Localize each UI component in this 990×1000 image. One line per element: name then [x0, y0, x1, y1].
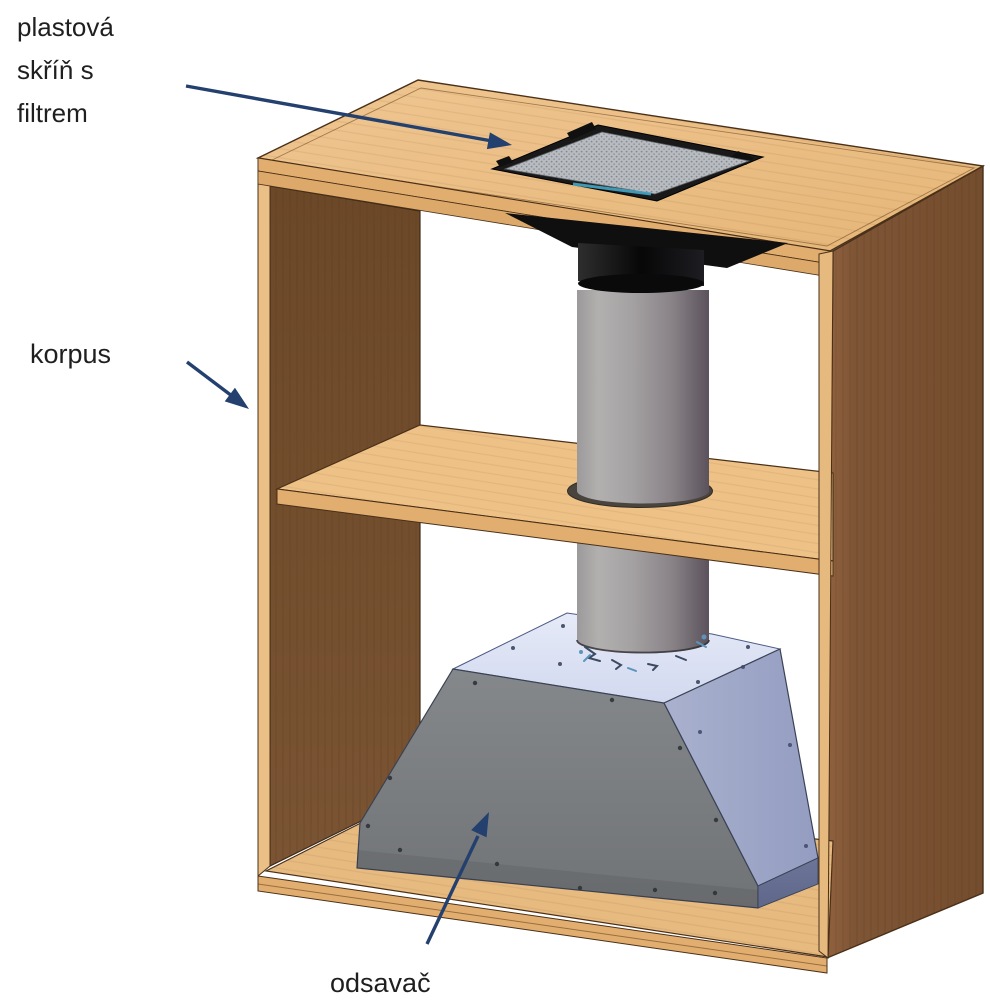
extractor-hood	[356, 634, 819, 909]
label-filter-box: plastová skříň s filtrem	[17, 12, 114, 128]
shelf-and-duct	[274, 213, 834, 704]
hood-front-screws	[365, 680, 719, 896]
top-panel-banding-seam	[268, 87, 976, 247]
filter-cassette	[490, 122, 765, 202]
filter-housing-underside	[505, 213, 788, 268]
filter-clip-left	[496, 156, 513, 167]
duct-cylinder-lower	[577, 540, 709, 654]
left-panel-grain	[270, 186, 420, 866]
right-panel-grain	[827, 166, 983, 958]
filter-mesh	[503, 131, 751, 195]
duct-collar-rim	[578, 274, 704, 293]
hood-base-band	[757, 857, 819, 909]
label-korpus: korpus	[30, 339, 112, 369]
right-panel-front-edge	[818, 250, 834, 960]
hood-front-base-shade	[357, 850, 758, 908]
arrow-odsavac-icon	[425, 812, 489, 945]
duct-cylinder-upper	[577, 290, 709, 504]
arrow-korpus-icon	[185, 360, 249, 409]
duct-collar	[578, 243, 704, 286]
arrow-filter-box-icon	[185, 84, 512, 150]
annotation-arrows	[185, 84, 512, 945]
hood-plateau-screws	[511, 624, 750, 684]
hood-right-screws	[698, 665, 808, 848]
bottom-edge-seam	[257, 883, 828, 967]
filter-clip-back	[567, 122, 596, 140]
shelf-front-edge	[276, 488, 834, 577]
left-panel-front-edge	[257, 157, 271, 878]
filter-teal-highlight	[572, 182, 652, 196]
duct-joint-scribbles	[579, 634, 707, 672]
label-odsavac: odsavač	[330, 968, 431, 998]
